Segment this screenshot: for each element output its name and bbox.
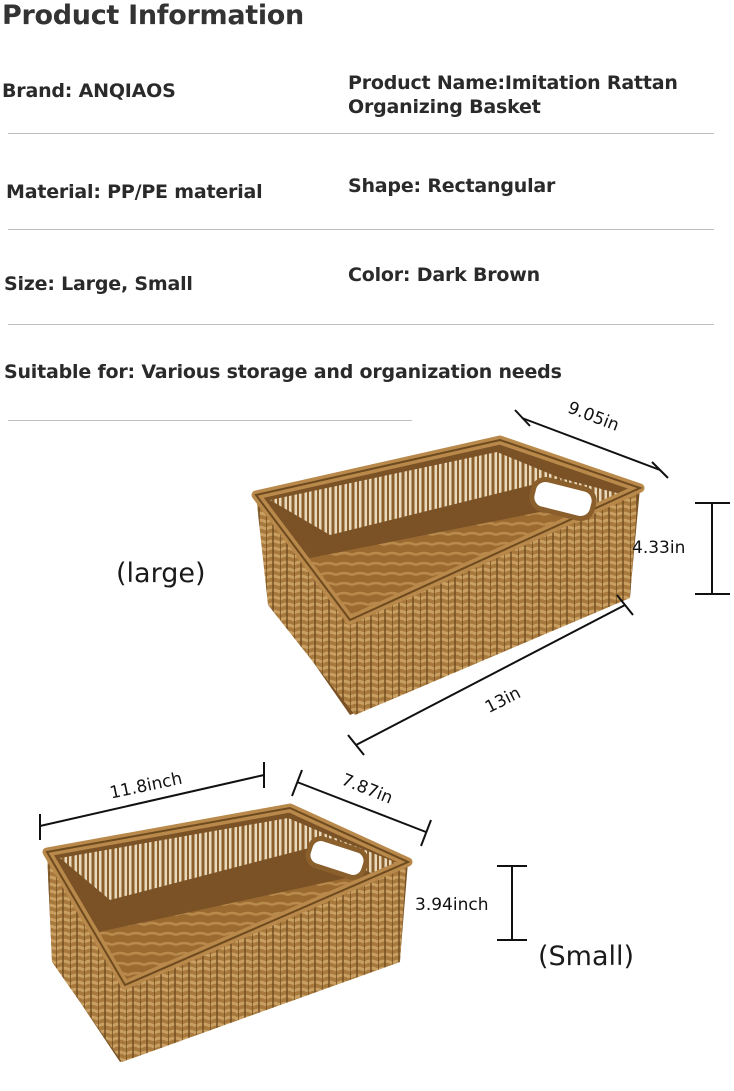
small-basket-label: (Small) [538, 941, 635, 972]
shape-spec: Shape: Rectangular [348, 175, 556, 197]
page-title: Product Information [2, 0, 304, 31]
large-basket-label: (large) [116, 558, 206, 589]
divider [8, 324, 714, 325]
large-dimension-lines [347, 409, 730, 756]
size-spec: Size: Large, Small [4, 273, 193, 295]
small-basket-image [42, 803, 413, 1062]
divider [8, 420, 412, 421]
small-height-label: 3.94inch [415, 895, 489, 915]
color-spec: Color: Dark Brown [348, 264, 540, 286]
divider [8, 229, 714, 230]
large-height-label: 4.33in [632, 538, 686, 558]
brand-spec: Brand: ANQIAOS [2, 80, 176, 102]
large-basket-image [251, 435, 645, 715]
small-dimension-lines [39, 762, 527, 941]
product-name-line1: Product Name:Imitation Rattan [348, 72, 678, 94]
divider [8, 133, 714, 134]
suitable-spec: Suitable for: Various storage and organi… [4, 361, 562, 383]
product-name-line2: Organizing Basket [348, 96, 541, 118]
material-spec: Material: PP/PE material [6, 181, 263, 203]
